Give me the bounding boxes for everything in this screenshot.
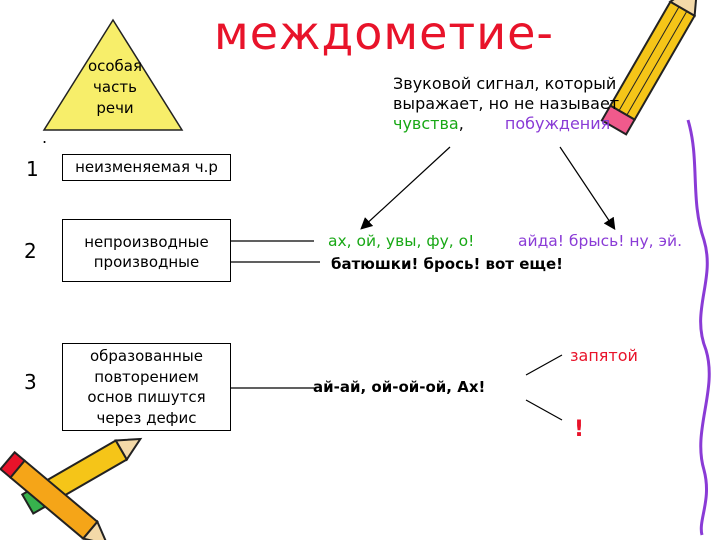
derivation-box: непроизводные производные: [62, 219, 231, 282]
pencil-icon: [600, 0, 699, 136]
definition-line-2: выражает, но не называет: [393, 94, 620, 113]
box-text: образованные: [89, 347, 203, 365]
definition-comma: ,: [458, 114, 464, 133]
triangle-label: особая часть речи: [72, 56, 158, 119]
arrow-to-feelings: [360, 146, 451, 230]
wavy-line-decoration: [686, 119, 711, 536]
triangle-line: особая: [87, 57, 143, 75]
invariable-box: неизменяемая ч.р: [62, 154, 231, 181]
urges-examples: айда! брысь! ну, эй.: [518, 232, 683, 250]
triangle-line: речи: [96, 99, 134, 117]
definition-line-1: Звуковой сигнал, который: [393, 74, 617, 93]
comma-rule-label: запятой: [570, 346, 638, 365]
row-number-1: 1: [26, 157, 39, 181]
derived-examples: батюшки! брось! вот еще!: [331, 255, 563, 273]
feelings-label: чувства: [393, 114, 459, 133]
box-text: производные: [93, 253, 200, 271]
dot-marker: .: [42, 128, 48, 147]
box-text: повторением: [94, 367, 199, 386]
repeated-examples: ай-ай, ой-ой-ой, Ах!: [313, 378, 486, 396]
box-text: неизменяемая ч.р: [75, 158, 218, 176]
repetition-box: образованные повторением основ пишутся ч…: [62, 343, 231, 431]
box-text: основ пишутся: [87, 388, 206, 406]
branch-to-comma: [525, 354, 563, 376]
box-text: непроизводные: [84, 233, 209, 251]
triangle-line: часть: [93, 78, 137, 96]
page-title: междометие-: [214, 6, 554, 60]
definition-line-3: чувства, побуждения: [393, 114, 610, 134]
urges-label: побуждения: [504, 114, 611, 133]
branch-to-exclamation: [525, 399, 563, 421]
pencil-icon: [0, 450, 109, 540]
feelings-examples: ах, ой, увы, фу, о!: [328, 232, 475, 250]
part-of-speech-triangle: [42, 18, 184, 131]
arrow-to-urges: [559, 146, 616, 230]
row-number-3: 3: [24, 370, 37, 394]
exclamation-rule-label: !: [574, 417, 585, 442]
box-text: через дефис: [96, 408, 197, 427]
row-number-2: 2: [24, 239, 37, 263]
